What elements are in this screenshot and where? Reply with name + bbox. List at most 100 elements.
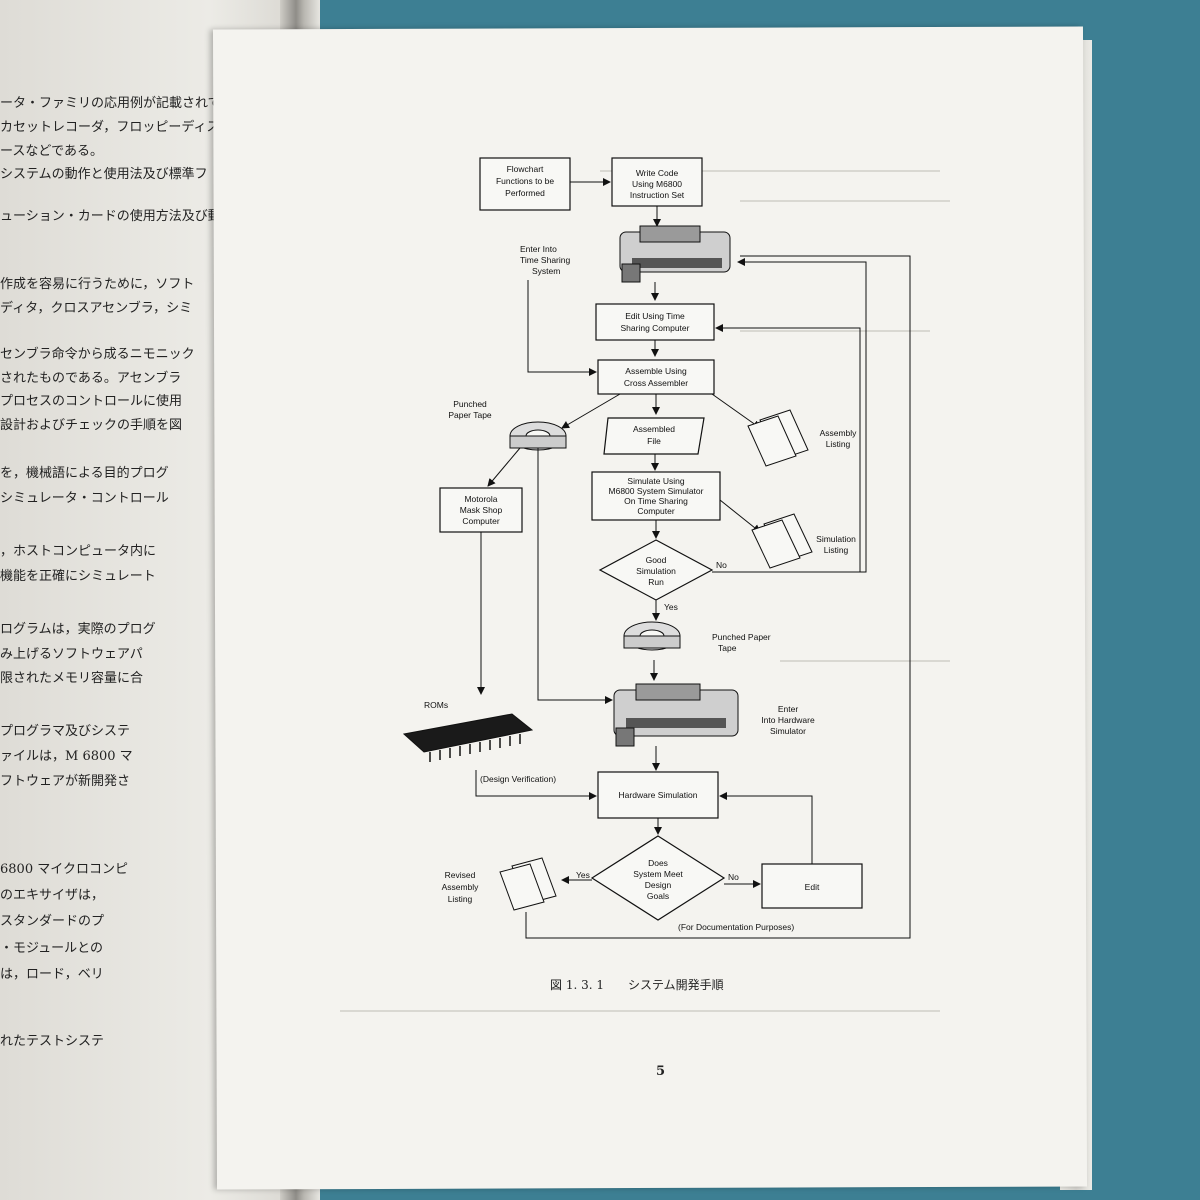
box-text: Design (645, 880, 672, 890)
left-text-line: システムの動作と使用法及び標準フ (0, 167, 208, 182)
left-text-line: れたテストシステ (0, 1034, 105, 1049)
design-verification-label: (Design Verification) (480, 774, 556, 784)
box-text: On Time Sharing (624, 496, 688, 506)
box-text: Assemble Using (625, 366, 687, 376)
simulation-listing-label: Listing (824, 545, 849, 555)
bleed-through-line (740, 200, 950, 202)
box-text: Performed (505, 188, 545, 198)
box-text: Does (648, 858, 668, 868)
enter-hardware-label: Simulator (770, 726, 806, 736)
tape-reel-icon (623, 621, 681, 651)
box-text: Computer (462, 516, 499, 526)
box-text: Simulate Using (627, 476, 684, 486)
box-text: Flowchart (507, 164, 544, 174)
assembly-listing-icon (747, 409, 809, 467)
box-text: Good (646, 555, 667, 565)
write-code-box: Write Code Using M6800 Instruction Set (611, 157, 703, 207)
design-goals-decision: Does System Meet Design Goals (590, 835, 726, 921)
revised-listing-label: Revised (445, 870, 476, 880)
left-text-line: ァイルは，M 6800 マ (0, 749, 133, 764)
box-text: Hardware Simulation (619, 790, 698, 800)
tape-reel-icon (509, 421, 567, 451)
assemble-box: Assemble Using Cross Assembler (597, 359, 715, 395)
box-text: Mask Shop (460, 505, 503, 515)
left-text-line: フトウェアが新開発さ (0, 774, 131, 789)
edit-box: Edit (761, 863, 863, 909)
left-text-line: ューション・カードの使用方法及び動 (0, 209, 221, 224)
left-text-line: を，機械語による目的プログ (0, 466, 169, 481)
left-text-line: されたものである。アセンブラ (0, 371, 182, 386)
edit-time-sharing-box: Edit Using Time Sharing Computer (595, 303, 715, 341)
enter-time-sharing-label: Time Sharing (520, 255, 571, 265)
revised-listing-label: Assembly (442, 882, 480, 892)
hardware-simulation-box: Hardware Simulation (597, 771, 719, 819)
assembled-file-box: Assembled File (603, 417, 705, 455)
bleed-through-line (740, 330, 930, 332)
page-number: 5 (656, 1064, 666, 1079)
terminal-icon (613, 683, 739, 747)
left-text-line: センブラ命令から成るニモニック (0, 347, 195, 362)
terminal-icon (619, 225, 731, 283)
motorola-mask-shop-box: Motorola Mask Shop Computer (439, 487, 523, 533)
box-text: File (647, 436, 661, 446)
left-text-line: 6800 マイクロコンピ (0, 862, 128, 877)
box-text: Goals (647, 891, 669, 901)
figure-caption: 図 1. 3. 1 システム開発手順 (550, 978, 724, 992)
left-text-line: 設計およびチェックの手順を図 (0, 418, 183, 433)
left-text-line: ースなどである。 (0, 144, 103, 159)
left-text-line: 限されたメモリ容量に合 (0, 671, 144, 686)
left-text-line: は，ロード，ベリ (0, 967, 104, 982)
box-text: Motorola (464, 494, 497, 504)
simulate-box: Simulate Using M6800 System Simulator On… (591, 471, 721, 521)
box-text: Functions to be (496, 176, 554, 186)
flowchart-functions-box: Flowchart Functions to be Performed (479, 157, 571, 211)
enter-time-sharing-label: System (532, 266, 560, 276)
box-text: Write Code (636, 168, 679, 178)
yes-label: Yes (576, 870, 590, 880)
assembly-listing-label: Listing (826, 439, 851, 449)
no-label: No (728, 872, 739, 882)
simulation-listing-label: Simulation (816, 534, 856, 544)
left-text-line: プロセスのコントロールに使用 (0, 394, 183, 409)
simulation-listing-icon (751, 513, 813, 569)
left-text-line: 機能を正確にシミュレート (0, 569, 156, 584)
box-text: Edit (805, 882, 820, 892)
box-text: Simulation (636, 566, 676, 576)
left-text-line: ータ・ファミリの応用例が記載されてい (0, 96, 234, 111)
left-text-line: ログラムは，実際のプログ (0, 622, 156, 637)
punched-tape-2-label: Tape (718, 643, 737, 653)
left-text-line: プログラマ及びシステ (0, 724, 131, 739)
rom-chip-icon (402, 713, 534, 762)
good-simulation-decision: Good Simulation Run (598, 539, 714, 601)
box-text: Run (648, 577, 664, 587)
left-text-line: み上げるソフトウェアパ (0, 647, 143, 662)
left-text-line: ，ホストコンピュータ内に (0, 544, 157, 559)
box-text: Sharing Computer (621, 323, 690, 333)
assembly-listing-label: Assembly (820, 428, 858, 438)
box-text: Assembled (633, 424, 675, 434)
box-text: System Meet (633, 869, 683, 879)
roms-label: ROMs (424, 700, 448, 710)
box-text: Edit Using Time (625, 311, 685, 321)
punched-tape-2-label: Punched Paper (712, 632, 771, 642)
bleed-through-line (600, 170, 940, 172)
enter-hardware-label: Enter (778, 704, 798, 714)
enter-time-sharing-label: Enter Into (520, 244, 557, 254)
punched-tape-label: Punched (453, 399, 487, 409)
punched-tape-label: Paper Tape (448, 410, 492, 420)
yes-label: Yes (664, 602, 678, 612)
bleed-through-line (340, 1010, 940, 1012)
box-text: Instruction Set (630, 190, 685, 200)
left-text-line: ・モジュールとの (0, 941, 103, 956)
left-text-line: ディタ，クロスアセンブラ，シミ (0, 301, 193, 316)
documentation-label: (For Documentation Purposes) (678, 922, 794, 932)
enter-hardware-label: Into Hardware (761, 715, 815, 725)
box-text: Cross Assembler (624, 378, 688, 388)
revised-listing-icon (499, 857, 557, 911)
box-text: Using M6800 (632, 179, 682, 189)
bleed-through-line (780, 660, 950, 662)
no-label: No (716, 560, 727, 570)
left-text-line: シミュレータ・コントロール (0, 491, 169, 506)
revised-listing-label: Listing (448, 894, 473, 904)
